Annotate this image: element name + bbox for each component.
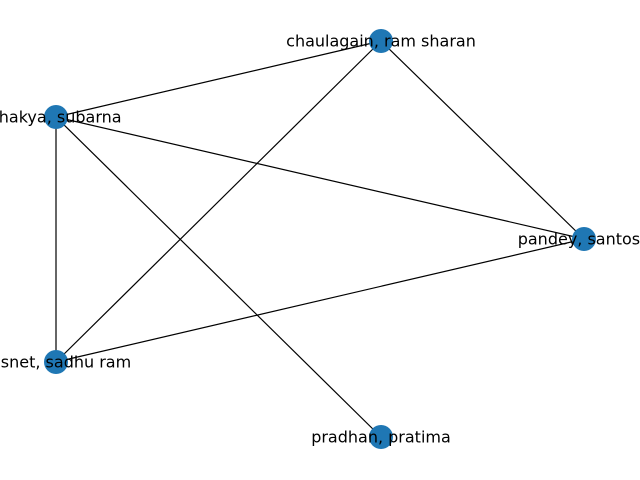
- node-label-shakya: shakya, subarna: [0, 108, 122, 127]
- node-label-chaulagain: chaulagain, ram sharan: [286, 32, 476, 51]
- edge-shakya-pradhan: [55, 116, 382, 438]
- labels-layer: chaulagain, ram sharan shakya, subarna pan…: [0, 32, 640, 447]
- edge-chaulagain-basnet: [55, 40, 382, 363]
- node-label-pandey: pandey, santosh: [518, 230, 640, 249]
- nodes-layer: [44, 29, 596, 449]
- node-shakya: [44, 105, 68, 129]
- node-label-basnet: basnet, sadhu ram: [0, 353, 131, 372]
- edge-shakya-pandey: [55, 116, 585, 240]
- node-pandey: [572, 227, 596, 251]
- edge-shakya-chaulagain: [55, 40, 382, 118]
- node-chaulagain: [369, 29, 393, 53]
- edge-basnet-pandey: [55, 238, 585, 363]
- node-pradhan: [369, 425, 393, 449]
- edges-layer: [55, 40, 585, 438]
- node-basnet: [44, 350, 68, 374]
- node-label-pradhan: pradhan, pratima: [311, 428, 451, 447]
- edge-chaulagain-pandey: [380, 40, 585, 240]
